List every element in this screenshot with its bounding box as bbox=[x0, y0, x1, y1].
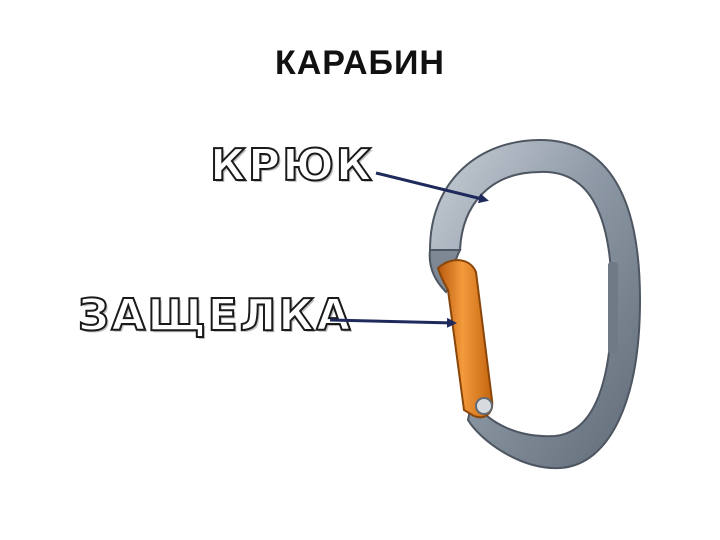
diagram-title: КАРАБИН bbox=[275, 44, 445, 82]
engraving-mark bbox=[608, 262, 618, 354]
carabiner-gate bbox=[436, 259, 494, 419]
hook-arrow bbox=[375, 171, 489, 204]
gate-rivet-icon bbox=[475, 397, 493, 415]
latch-arrow bbox=[329, 317, 457, 328]
latch-label: ЗАЩЕЛКА bbox=[77, 289, 353, 342]
hook-label: КРЮК bbox=[209, 139, 374, 192]
